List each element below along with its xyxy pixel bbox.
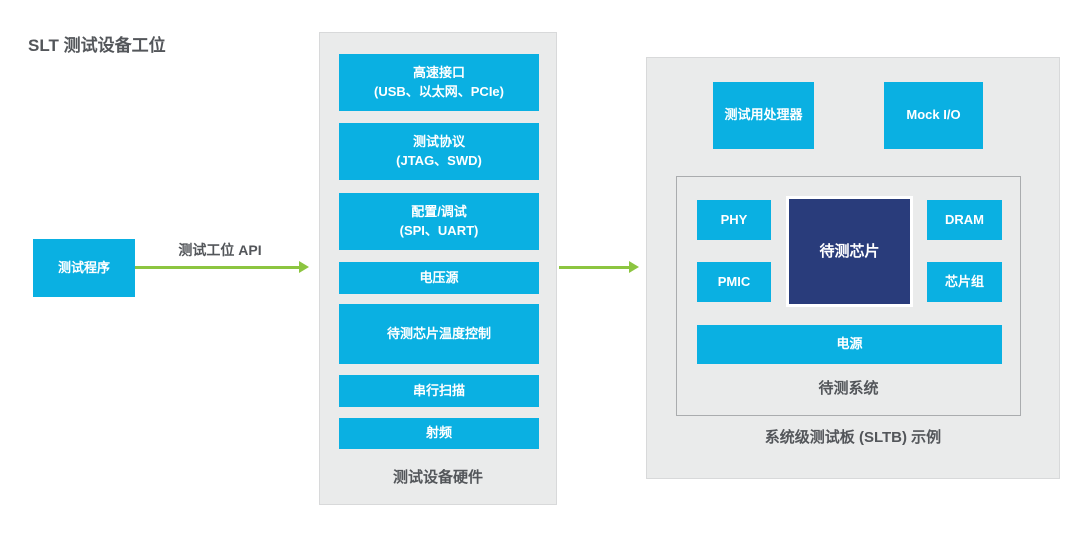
voltage-source-box: 电压源 (339, 262, 539, 294)
box-label: 高速接口 (412, 64, 465, 80)
config-debug-box: 配置/调试 (SPI、UART) (339, 193, 539, 250)
box-label: 测试用处理器 (724, 107, 803, 123)
box-sublabel: (JTAG、SWD) (396, 152, 482, 168)
dut-temperature-control-box: 待测芯片温度控制 (339, 304, 539, 364)
box-label: 测试协议 (412, 133, 465, 149)
api-arrow-line (135, 266, 299, 269)
dram-box: DRAM (927, 200, 1002, 240)
dut-system-label: 待测系统 (818, 380, 879, 397)
dut-system-board: PHY PMIC 待测芯片 DRAM 芯片组 电源 待测系统 (676, 176, 1021, 416)
box-label: Mock I/O (906, 107, 961, 123)
box-label: 电压源 (419, 269, 459, 285)
test-processor-box: 测试用处理器 (713, 82, 814, 149)
test-program-box: 测试程序 (33, 239, 135, 297)
box-label: 待测芯片 (819, 242, 880, 260)
high-speed-interface-box: 高速接口 (USB、以太网、PCIe) (339, 54, 539, 111)
api-arrow-label: 测试工位 API (178, 242, 262, 258)
test-program-label: 测试程序 (57, 259, 110, 275)
rf-box: 射频 (339, 418, 539, 449)
power-supply-box: 电源 (697, 325, 1002, 364)
box-label: 芯片组 (944, 273, 984, 289)
equipment-panel: 高速接口 (USB、以太网、PCIe) 测试协议 (JTAG、SWD) 配置/调… (319, 32, 557, 505)
box-label: DRAM (945, 211, 984, 227)
diagram-title: SLT 测试设备工位 (28, 36, 166, 55)
box-label: PMIC (717, 273, 751, 289)
box-label: 射频 (425, 425, 452, 441)
board-arrow-head-icon (629, 261, 639, 273)
box-label: PHY (720, 211, 748, 227)
serial-scan-box: 串行扫描 (339, 375, 539, 407)
api-arrow-head-icon (299, 261, 309, 273)
box-label: 串行扫描 (412, 382, 465, 398)
phy-box: PHY (697, 200, 771, 240)
equipment-panel-label: 测试设备硬件 (392, 469, 483, 486)
box-label: 待测芯片温度控制 (386, 325, 491, 341)
box-label: 配置/调试 (411, 203, 467, 219)
sltb-panel: 测试用处理器 Mock I/O PHY PMIC 待测芯片 DRAM 芯片组 电… (646, 57, 1060, 479)
test-protocol-box: 测试协议 (JTAG、SWD) (339, 123, 539, 180)
box-sublabel: (SPI、UART) (399, 222, 479, 238)
chipset-box: 芯片组 (927, 262, 1002, 302)
sltb-panel-label: 系统级测试板 (SLTB) 示例 (764, 429, 942, 446)
mock-io-box: Mock I/O (884, 82, 983, 149)
dut-chip-box: 待测芯片 (786, 196, 913, 307)
box-sublabel: (USB、以太网、PCIe) (373, 83, 504, 99)
board-arrow-line (559, 266, 629, 269)
box-label: 电源 (836, 336, 863, 352)
pmic-box: PMIC (697, 262, 771, 302)
